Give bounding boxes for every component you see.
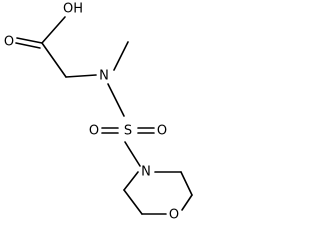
bond-ring-c-left xyxy=(123,189,143,215)
bond-c1-c2 xyxy=(41,42,67,78)
atom-hydroxyl: OH xyxy=(63,2,83,17)
chemical-structure: OH O N S O O N O xyxy=(4,2,193,223)
atom-carbonyl-oxygen: O xyxy=(4,35,14,50)
atom-sulfonyl-oxygen-left: O xyxy=(89,124,99,139)
bond-c1-o-double-b xyxy=(15,42,41,49)
bond-c1-oh xyxy=(41,16,66,44)
bond-c1-o-double-a xyxy=(16,37,43,44)
atom-label-layer: OH O N S O O N O xyxy=(4,2,179,223)
bond-layer xyxy=(15,16,193,215)
atom-sulfur: S xyxy=(124,124,132,139)
atom-morpholine-nitrogen: N xyxy=(141,165,151,180)
bond-n-methyl xyxy=(113,41,129,71)
atom-morpholine-oxygen: O xyxy=(169,208,179,223)
bond-c2-n xyxy=(65,74,97,78)
bond-s-n-ring xyxy=(124,141,141,167)
bond-ring-n-c-left xyxy=(123,171,139,191)
bond-n-s xyxy=(107,83,125,117)
atom-sulfonyl-oxygen-right: O xyxy=(157,124,167,139)
bond-ring-c-right xyxy=(180,171,193,196)
bond-ring-c-o-right xyxy=(181,194,193,211)
atom-amine-nitrogen: N xyxy=(99,69,109,84)
